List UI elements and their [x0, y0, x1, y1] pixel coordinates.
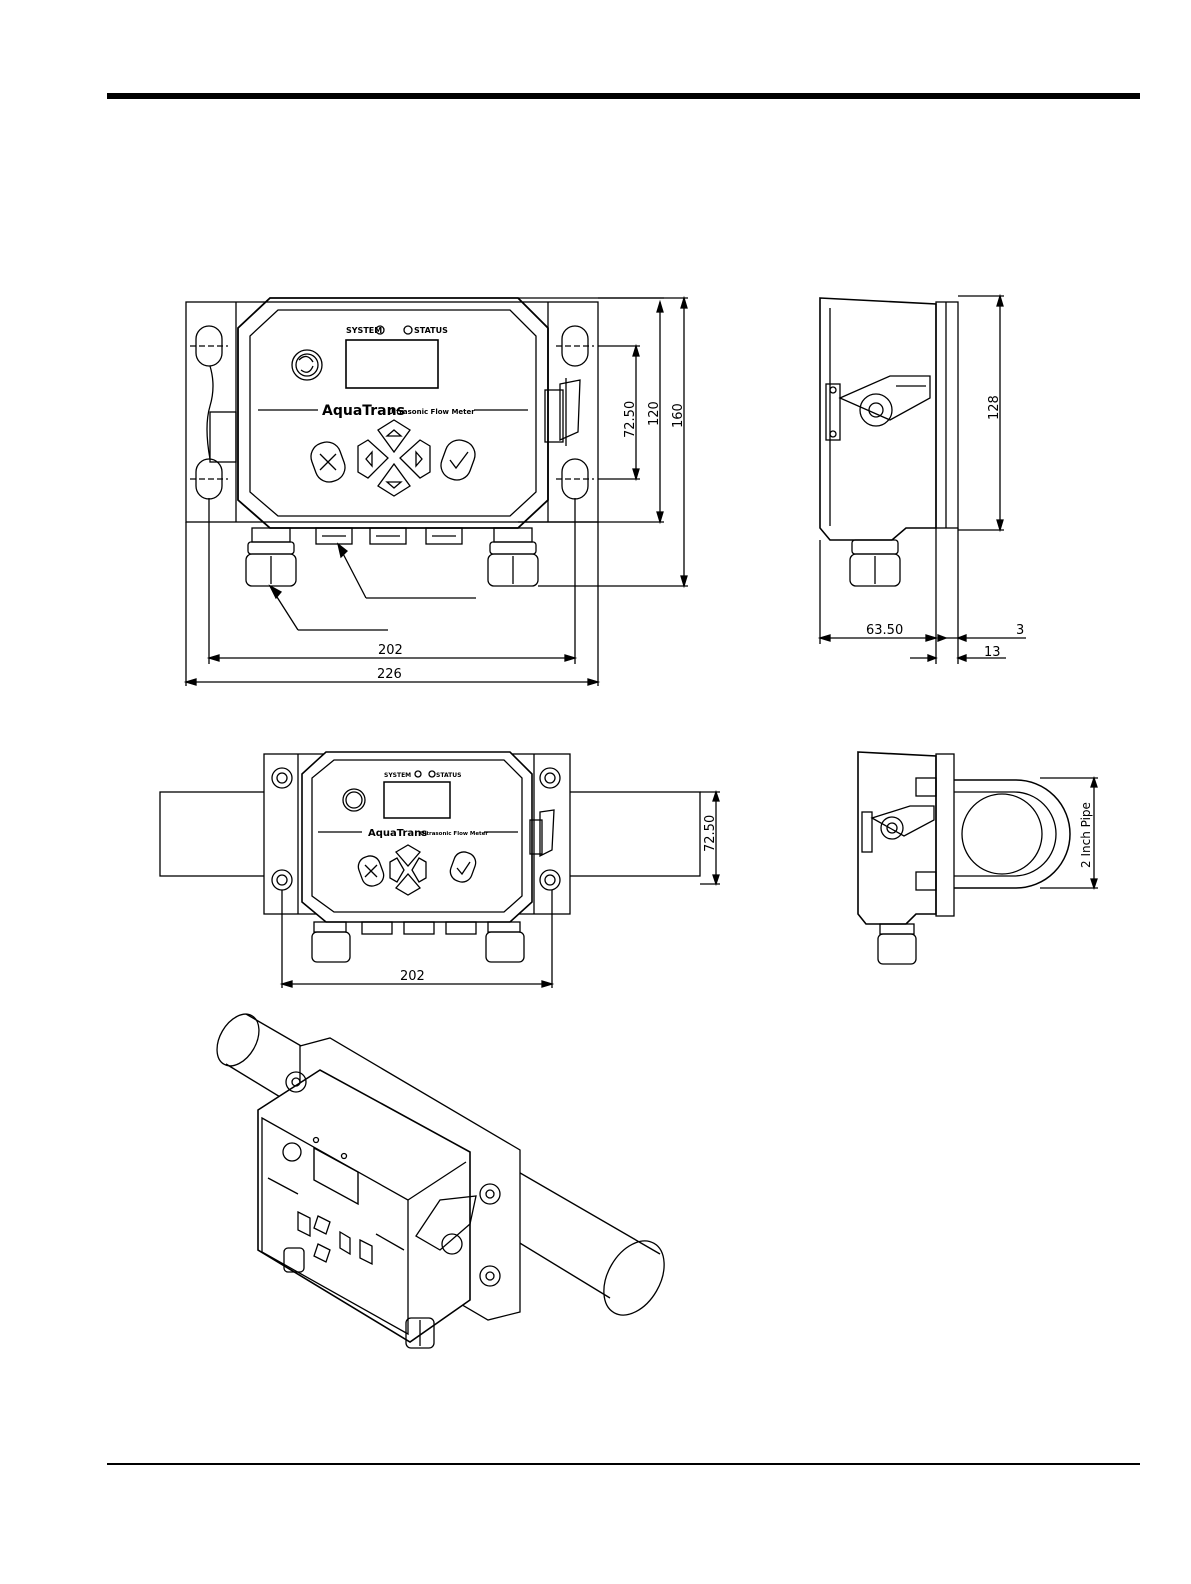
pipe-dim-202: 202 [400, 969, 425, 984]
dim-72-50: 72.50 [623, 401, 638, 438]
pipe-size-label: 2 Inch Pipe [1079, 802, 1093, 868]
pipe-status-led-label: STATUS [436, 772, 461, 779]
dim-120: 120 [647, 401, 662, 426]
dim-13: 13 [984, 645, 1001, 660]
dim-63-50: 63.50 [866, 623, 903, 638]
pipe-brand-name: AquaTrans [368, 828, 427, 839]
dim-3: 3 [1016, 623, 1024, 638]
dim-160: 160 [671, 403, 686, 428]
footer-rule [107, 1463, 1140, 1465]
dim-226: 226 [377, 667, 402, 682]
status-led-label: STATUS [414, 326, 448, 335]
brand-subtitle: Ultrasonic Flow Meter [388, 408, 475, 416]
pipe-brand-subtitle: Ultrasonic Flow Meter [420, 831, 488, 837]
dim-202: 202 [378, 643, 403, 658]
pipe-system-led-label: SYSTEM [384, 772, 411, 779]
system-led-label: SYSTEM [346, 326, 382, 335]
dim-128: 128 [987, 395, 1002, 420]
pipe-dim-72-50: 72.50 [703, 815, 718, 852]
